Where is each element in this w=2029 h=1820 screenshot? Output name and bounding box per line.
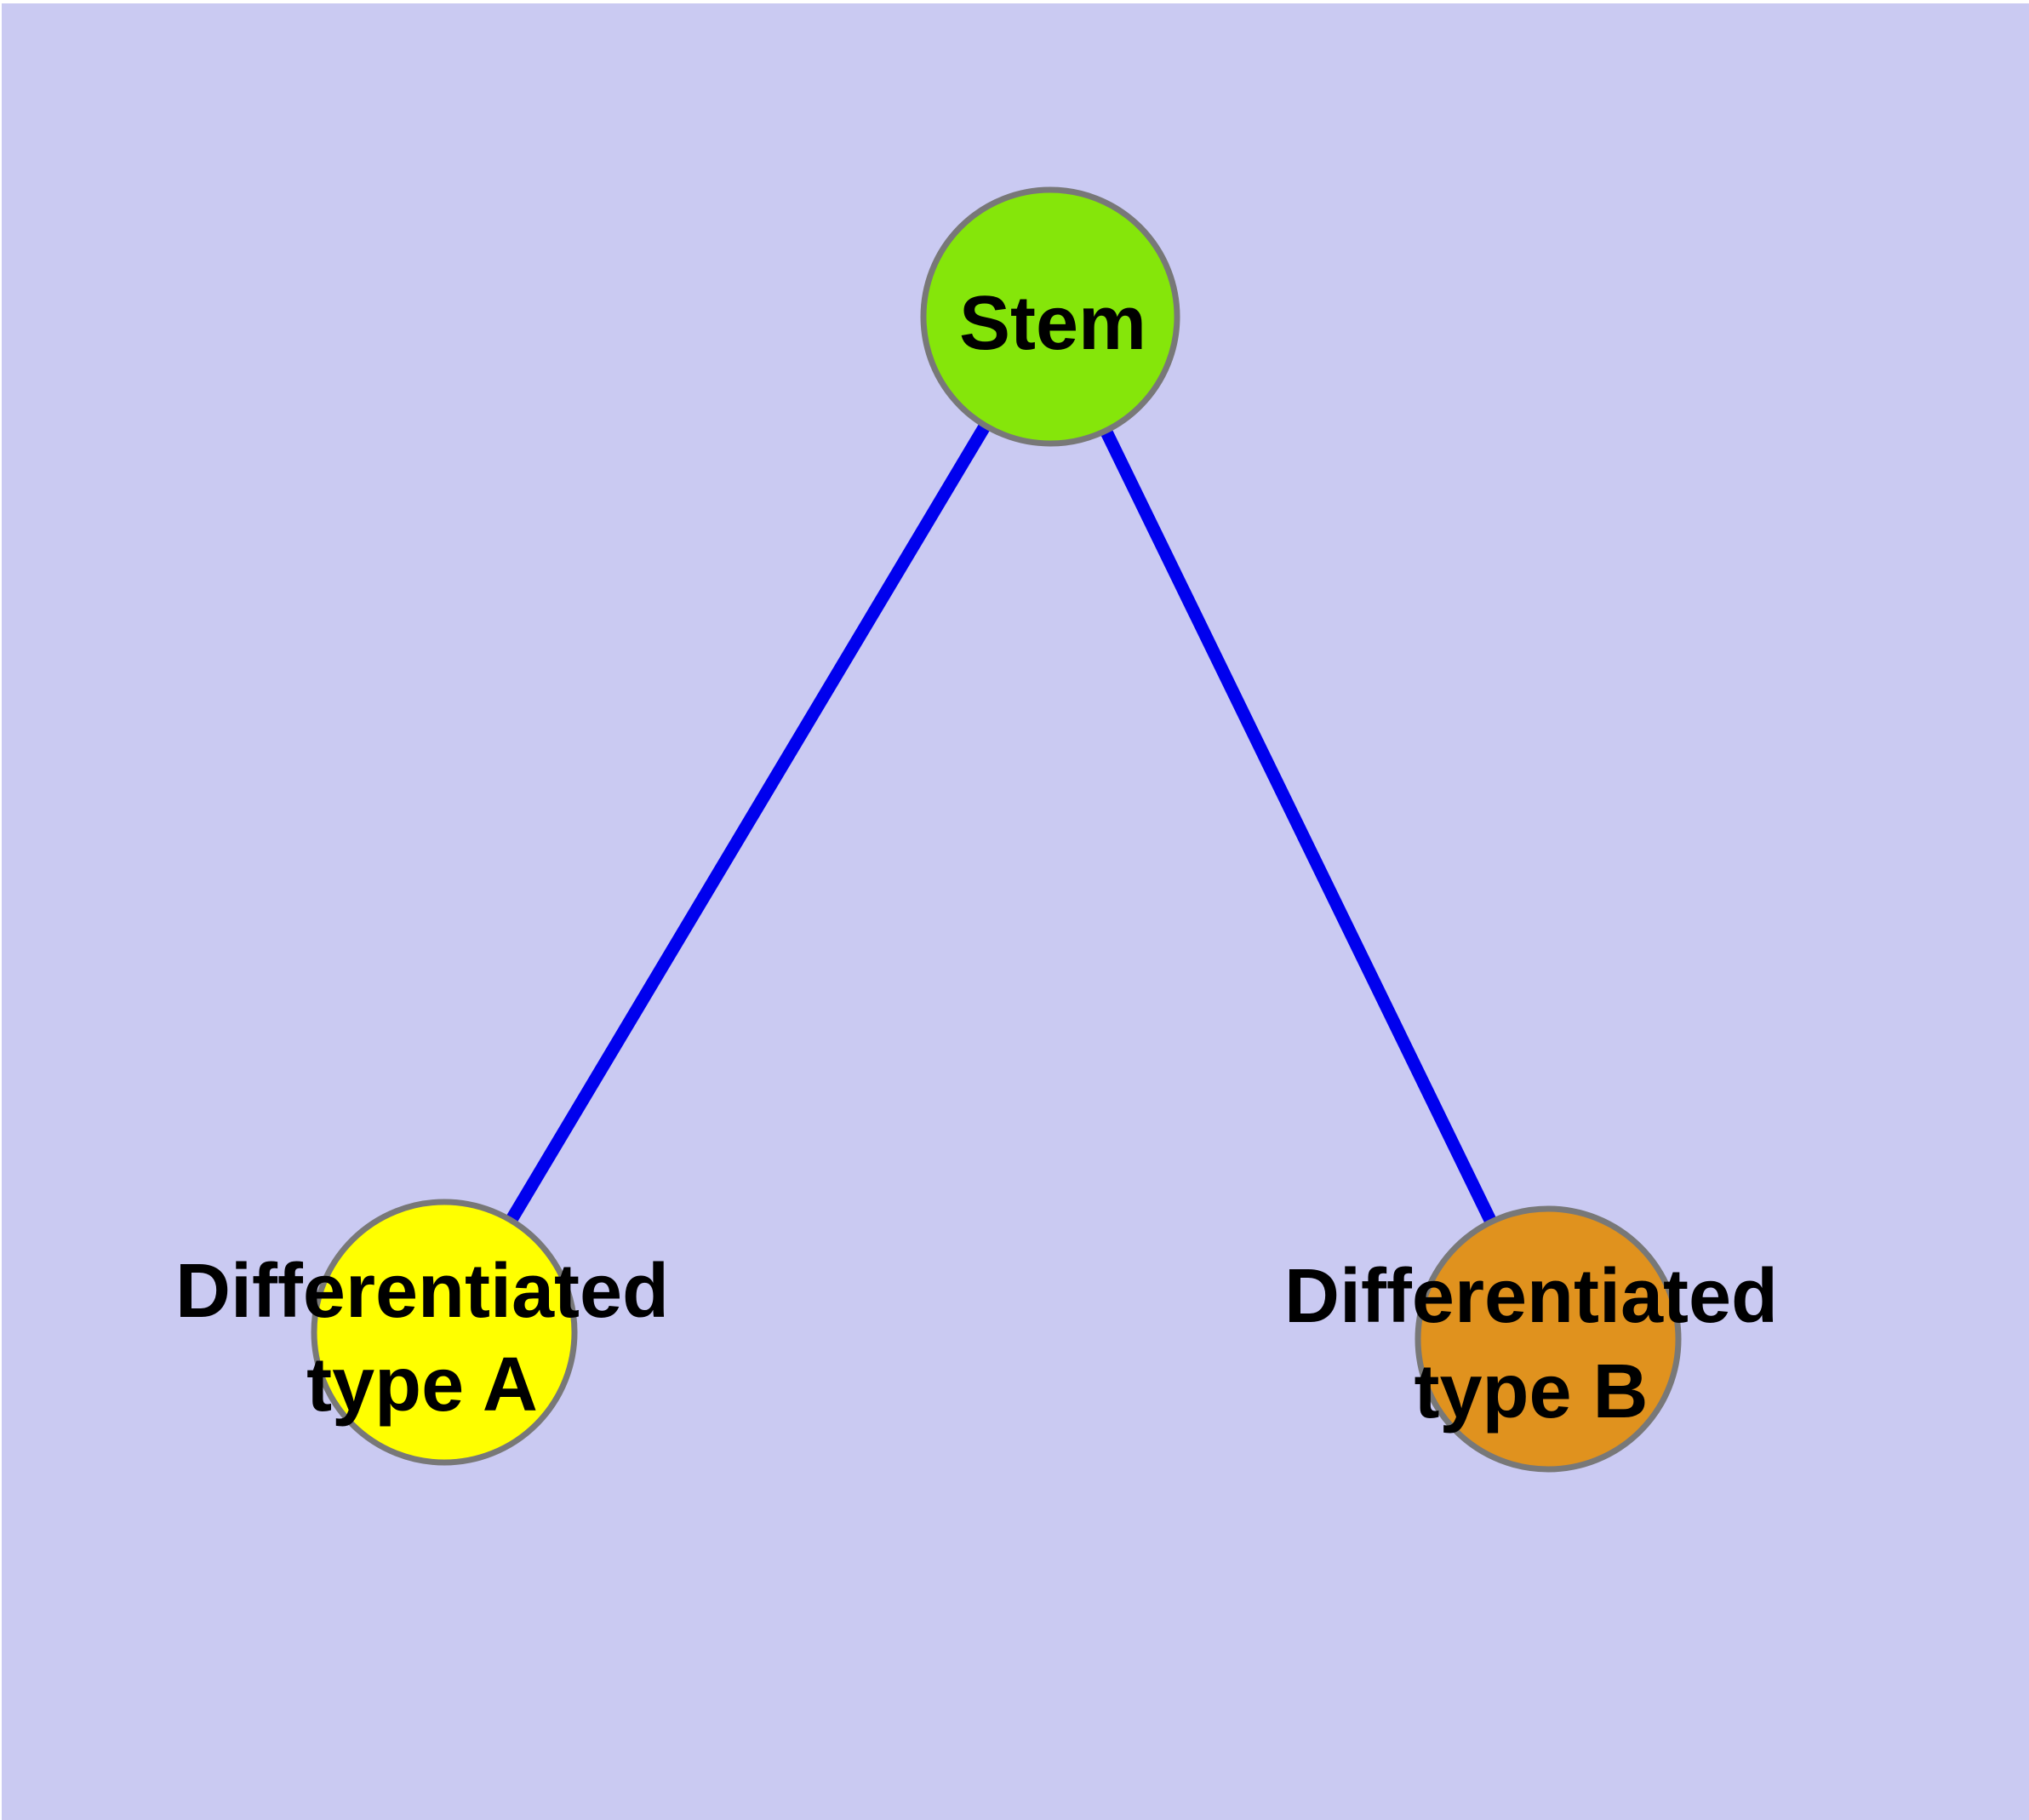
node-type-b-label-line2: type B [1414, 1349, 1648, 1434]
node-type-a-label-line2: type A [306, 1342, 538, 1428]
node-type-b-label-line1: Differentiated [1284, 1254, 1778, 1339]
edge-stem-to-type-a [438, 313, 1056, 1336]
node-type-a-label-line1: Differentiated [175, 1249, 669, 1334]
edge-stem-to-type-b [1044, 313, 1554, 1342]
node-stem-label: Stem [959, 281, 1146, 366]
node-type-a-circle [311, 1199, 578, 1466]
node-stem-circle [920, 186, 1180, 447]
node-type-b-circle [1415, 1205, 1682, 1473]
